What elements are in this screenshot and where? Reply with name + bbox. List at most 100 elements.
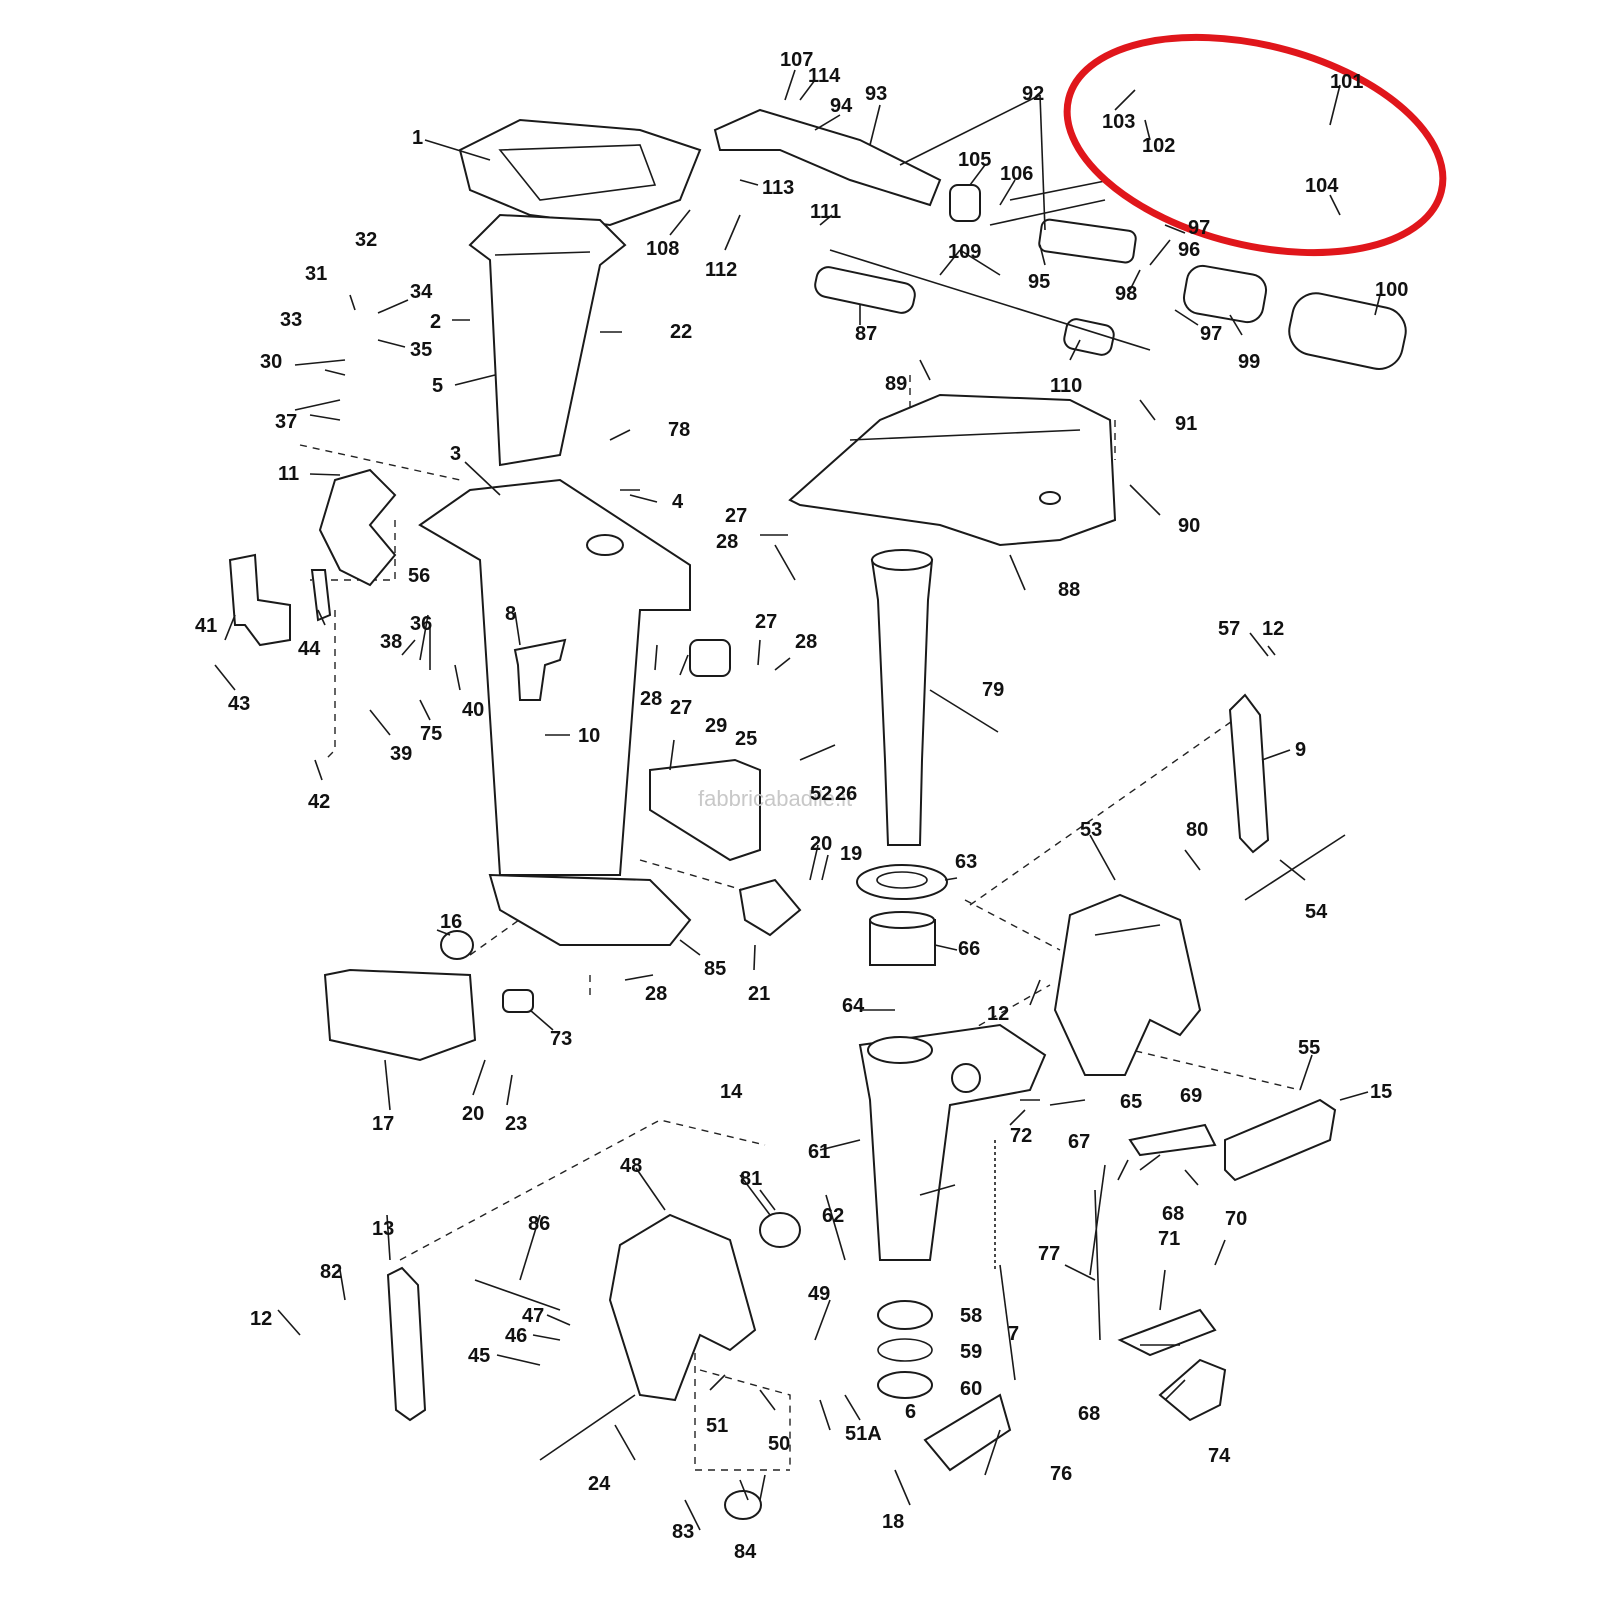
callout-52: 52	[810, 783, 832, 805]
callout-79: 79	[982, 679, 1004, 701]
callout-113: 113	[762, 177, 794, 199]
callout-34: 34	[410, 281, 433, 303]
callout-23: 23	[505, 1113, 527, 1135]
callout-25: 25	[735, 728, 757, 750]
callout-28-c: 28	[795, 631, 817, 653]
callout-99: 99	[1238, 351, 1260, 373]
callout-33: 33	[280, 309, 302, 331]
callout-17: 17	[372, 1113, 394, 1135]
callout-28-d: 28	[645, 983, 667, 1005]
callout-69: 69	[1180, 1085, 1202, 1107]
callout-27-c: 27	[670, 697, 692, 719]
callout-37: 37	[275, 411, 297, 433]
callout-97-bottom: 97	[1200, 323, 1222, 345]
callout-71: 71	[1158, 1228, 1180, 1250]
callout-27-b: 27	[755, 611, 777, 633]
callout-89: 89	[885, 373, 907, 395]
callout-60: 60	[960, 1378, 982, 1400]
callout-22: 22	[670, 321, 692, 343]
callout-51A: 51A	[845, 1423, 882, 1445]
callout-78: 78	[668, 419, 690, 441]
callout-2: 2	[430, 311, 441, 333]
callout-10: 10	[578, 725, 600, 747]
watermark-text: fabbricabadile.it	[698, 786, 852, 811]
part-shapes	[228, 108, 1407, 1520]
callout-96: 96	[1178, 239, 1200, 261]
callout-12-top: 12	[1262, 618, 1284, 640]
callout-76: 76	[1050, 1463, 1072, 1485]
callout-48: 48	[620, 1155, 642, 1177]
callout-90: 90	[1178, 515, 1200, 537]
callout-108: 108	[646, 238, 679, 260]
callout-77: 77	[1038, 1243, 1060, 1265]
callout-45: 45	[468, 1345, 490, 1367]
callout-87: 87	[855, 323, 877, 345]
callout-38: 38	[380, 631, 402, 653]
callout-61: 61	[808, 1141, 830, 1163]
callout-21: 21	[748, 983, 770, 1005]
callout-86: 86	[528, 1213, 550, 1235]
callout-49: 49	[808, 1283, 830, 1305]
callout-3: 3	[450, 443, 461, 465]
callout-94: 94	[830, 95, 853, 117]
callout-6: 6	[905, 1401, 916, 1423]
callout-56: 56	[408, 565, 430, 587]
callout-109: 109	[948, 241, 981, 263]
callout-20-bottom: 20	[462, 1103, 484, 1125]
callout-95: 95	[1028, 271, 1050, 293]
callout-5: 5	[432, 375, 443, 397]
callout-42: 42	[308, 791, 330, 813]
callout-85: 85	[704, 958, 726, 980]
callout-68-bottom: 68	[1078, 1403, 1100, 1425]
highlight-circle	[1063, 33, 1447, 257]
callout-88: 88	[1058, 579, 1080, 601]
callout-82: 82	[320, 1261, 342, 1283]
callout-70: 70	[1225, 1208, 1247, 1230]
callout-74: 74	[1208, 1445, 1231, 1467]
callout-11: 11	[278, 463, 299, 485]
callout-112: 112	[705, 259, 737, 281]
callout-91: 91	[1175, 413, 1197, 435]
assembly-dashed-lines	[299, 375, 1301, 1471]
callout-18: 18	[882, 1511, 904, 1533]
callout-65: 65	[1120, 1091, 1142, 1113]
callout-54: 54	[1305, 901, 1328, 923]
callout-73: 73	[550, 1028, 572, 1050]
callout-51: 51	[706, 1415, 728, 1437]
callout-75: 75	[420, 723, 442, 745]
leader-lines	[214, 69, 1381, 1531]
callout-32: 32	[355, 229, 377, 251]
callout-67: 67	[1068, 1131, 1090, 1153]
callout-107: 107	[780, 49, 813, 71]
callout-39: 39	[390, 743, 412, 765]
callout-62: 62	[822, 1205, 844, 1227]
callout-101: 101	[1330, 71, 1363, 93]
callout-66: 66	[958, 938, 980, 960]
callout-64: 64	[842, 995, 865, 1017]
callout-30: 30	[260, 351, 282, 373]
callout-68-top: 68	[1162, 1203, 1184, 1225]
callout-53: 53	[1080, 819, 1102, 841]
callout-103: 103	[1102, 111, 1135, 133]
callout-83: 83	[672, 1521, 694, 1543]
callout-36: 36	[410, 613, 432, 635]
callout-35: 35	[410, 339, 432, 361]
callout-114: 114	[808, 65, 841, 87]
callout-72: 72	[1010, 1125, 1032, 1147]
callout-111: 111	[810, 201, 841, 223]
callout-43: 43	[228, 693, 250, 715]
callout-4: 4	[672, 491, 684, 513]
callout-44: 44	[298, 638, 321, 660]
callout-14: 14	[720, 1081, 743, 1103]
callout-63: 63	[955, 851, 977, 873]
callout-47: 47	[522, 1305, 544, 1327]
callout-104: 104	[1305, 175, 1339, 197]
callout-29: 29	[705, 715, 727, 737]
callout-24: 24	[588, 1473, 611, 1495]
callout-57: 57	[1218, 618, 1240, 640]
callout-13: 13	[372, 1218, 394, 1240]
callout-106: 106	[1000, 163, 1033, 185]
callout-16: 16	[440, 911, 462, 933]
